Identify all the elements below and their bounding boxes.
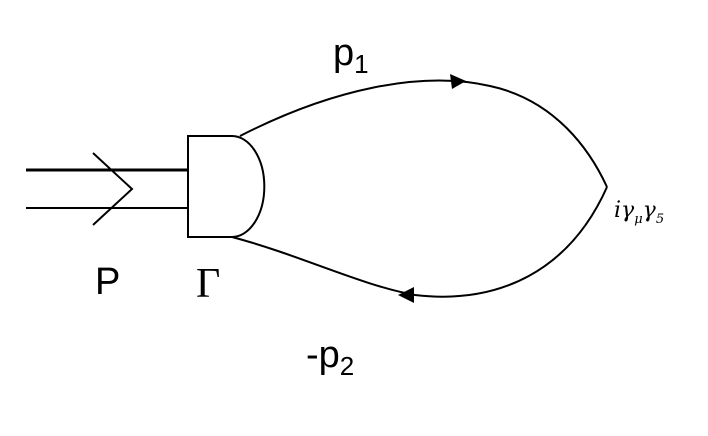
total-momentum-label: P (95, 261, 120, 303)
current-vertex-gamma-mu: γ (621, 198, 635, 223)
upper-arrow-icon (450, 74, 466, 89)
current-vertex-label: iγμγ5 (614, 198, 664, 227)
upper-momentum-base: p (333, 32, 354, 74)
lower-fermion-line (231, 186, 608, 298)
incoming-arrow-icon (92, 152, 134, 226)
current-vertex-gamma-5: γ (643, 198, 657, 223)
upper-momentum-sub: 1 (354, 49, 368, 79)
lower-arrow-icon (398, 287, 414, 303)
vertex-gamma-label: Γ (196, 261, 220, 307)
current-vertex-5: 5 (656, 212, 664, 227)
lower-momentum-label: -p2 (306, 334, 354, 381)
lower-momentum-sub: 2 (340, 351, 354, 381)
vertex-blob (187, 135, 266, 238)
lower-momentum-base: -p (306, 334, 340, 376)
upper-momentum-label: p1 (333, 32, 369, 79)
current-vertex-mu: μ (634, 212, 642, 227)
upper-fermion-line (239, 79, 608, 188)
current-vertex-i: i (614, 198, 621, 223)
